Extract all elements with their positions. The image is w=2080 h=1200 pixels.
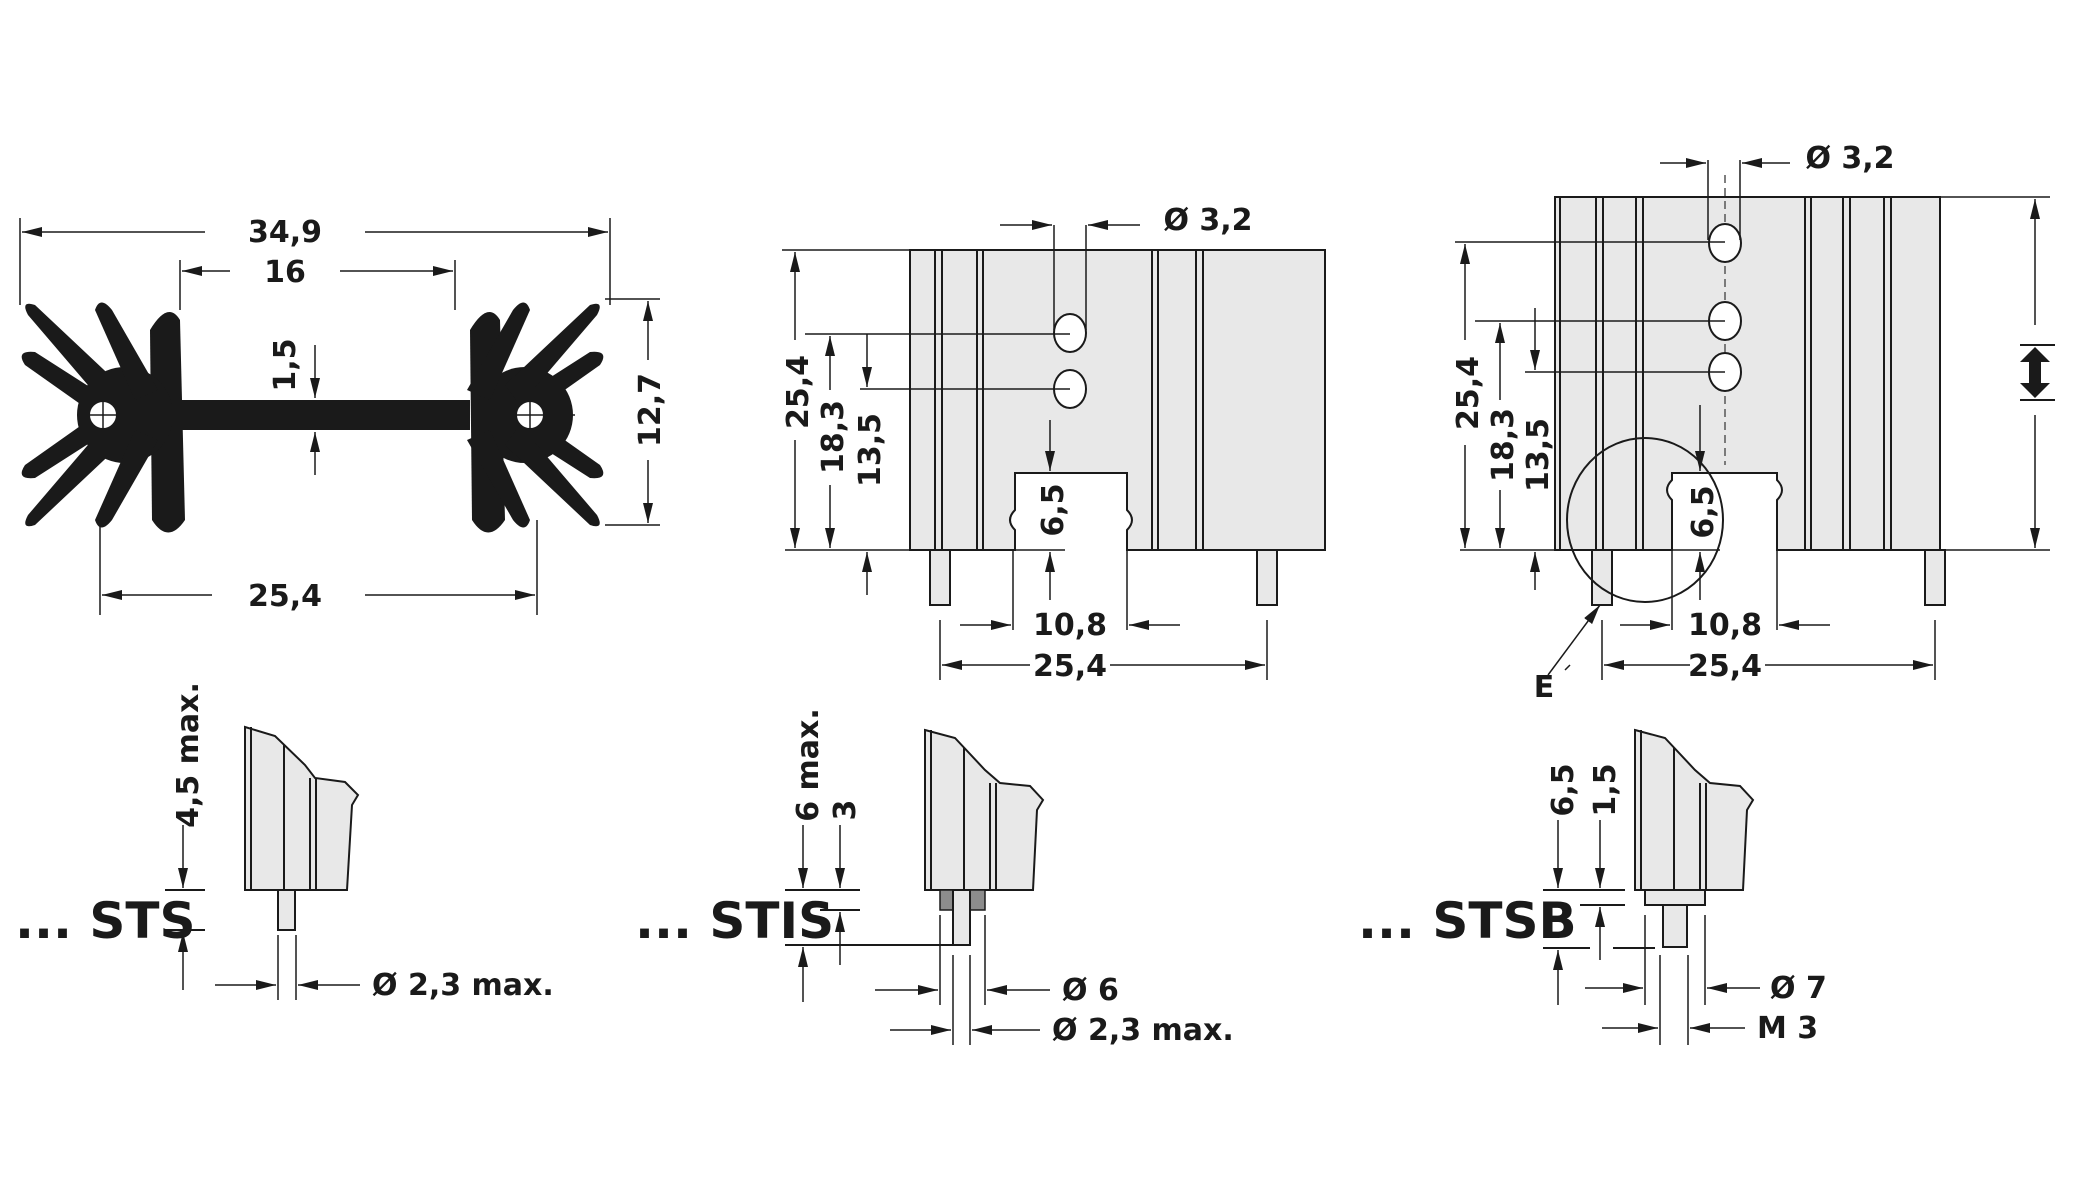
- variant-name-sts: ... STS: [15, 892, 196, 950]
- dim-sts-pin-diameter: Ø 2,3 max.: [372, 968, 554, 1003]
- variant-stis: 6 max. 3 ... STIS Ø 6 Ø 2,3 max.: [635, 708, 1234, 1048]
- dim-hole-spacing: 25,4: [248, 579, 322, 614]
- dim-hole1-height: 18,3: [816, 400, 851, 474]
- dim-pin-spacing-3: 25,4: [1688, 649, 1762, 684]
- dim-stis-pin-diameter: Ø 2,3 max.: [1052, 1013, 1234, 1048]
- variant-name-stsb: ... STSB: [1358, 892, 1577, 950]
- dim-cutout-width-3: 10,8: [1688, 608, 1762, 643]
- dim-base-thickness: 1,5: [268, 338, 303, 391]
- dim-profile-height: 12,7: [633, 373, 668, 447]
- dim-pin-spacing: 25,4: [1033, 649, 1107, 684]
- dim-stsb-collar: 1,5: [1588, 763, 1623, 816]
- variant-name-stis: ... STIS: [635, 892, 834, 950]
- dim-stis-height: 6 max.: [791, 708, 826, 822]
- dim-cutout-depth: 6,5: [1036, 483, 1071, 536]
- heatsink-profile-view: 34,9 16 1,5 12,7 25,4: [19, 215, 668, 615]
- dim-stsb-height: 6,5: [1546, 763, 1581, 816]
- dim-overall-width: 34,9: [248, 215, 322, 250]
- dim-stsb-collar-diameter: Ø 7: [1770, 971, 1827, 1006]
- dim-hole1-height-3: 18,3: [1486, 408, 1521, 482]
- dim-stis-insulator-diameter: Ø 6: [1062, 973, 1119, 1008]
- dim-inner-width: 16: [264, 255, 306, 290]
- front-view-2hole: Ø 3,2 25,4 18,3 13,5 6,5 10,8 25,4: [781, 203, 1326, 684]
- dim-hole-diameter: Ø 3,2: [1163, 203, 1252, 238]
- dim-sts-height: 4,5 max.: [171, 682, 206, 828]
- dim-front-height: 25,4: [781, 355, 816, 429]
- dim-front-height-3: 25,4: [1451, 356, 1486, 430]
- dim-hole2-height-3: 13,5: [1521, 418, 1556, 492]
- dim-cutout-depth-3: 6,5: [1686, 485, 1721, 538]
- front-view-3hole: Ø 3,2 25,4 18,3 13,5 6,5 10,8 25,4: [1451, 141, 2055, 705]
- dim-stsb-thread: M 3: [1757, 1011, 1818, 1046]
- variant-stsb: 6,5 1,5 ... STSB Ø 7 M 3: [1358, 728, 1827, 1046]
- variant-sts: 4,5 max. ... STS Ø 2,3 max.: [15, 682, 554, 1003]
- dim-stis-insulator: 3: [828, 800, 863, 821]
- dim-hole-diameter-3: Ø 3,2: [1805, 141, 1894, 176]
- dim-cutout-width: 10,8: [1033, 608, 1107, 643]
- detail-label-e: E: [1534, 670, 1555, 705]
- dim-hole2-height: 13,5: [853, 413, 888, 487]
